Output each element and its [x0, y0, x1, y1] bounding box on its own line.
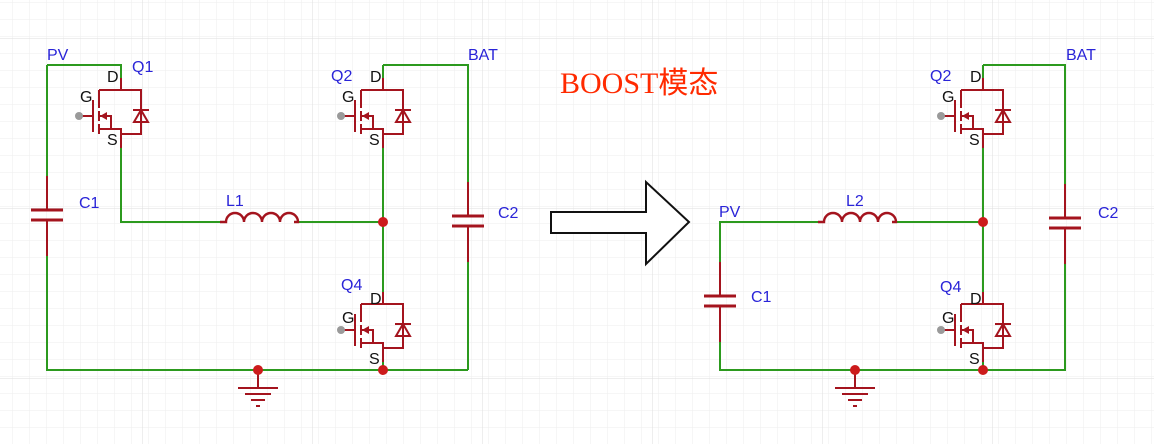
q2-drain-pin: D: [970, 69, 982, 86]
q4-gate-pin: G: [342, 310, 354, 327]
c2-label: C2: [1098, 205, 1119, 222]
q2-drain-pin: D: [370, 69, 382, 86]
l1-label: L1: [226, 193, 244, 210]
q4-gate-pin: G: [942, 310, 954, 327]
right-wires: [719, 64, 1066, 371]
junction-dot: [253, 365, 263, 375]
q2-source-pin: S: [369, 132, 380, 149]
q2-source-pin: S: [969, 132, 980, 149]
net-label-bat: BAT: [468, 47, 498, 64]
mode-title: BOOST模态: [560, 67, 718, 100]
net-label-bat: BAT: [1066, 47, 1096, 64]
junction-dot: [978, 217, 988, 227]
q2-gate-pin: G: [942, 89, 954, 106]
q4-label: Q4: [940, 279, 961, 296]
net-label-pv: PV: [47, 47, 69, 64]
net-label-pv: PV: [719, 204, 741, 221]
junction-dot: [378, 217, 388, 227]
q4-source-pin: S: [369, 351, 380, 368]
l2-label: L2: [846, 193, 864, 210]
c1-label: C1: [79, 195, 100, 212]
q4-drain-pin: D: [970, 291, 982, 308]
q4-source-pin: S: [969, 351, 980, 368]
q4-label: Q4: [341, 277, 362, 294]
right-circuit: BAT PV Q2 D G S Q4 D G S C1 C2 L2: [702, 47, 1119, 407]
q2-gate-pin: G: [342, 89, 354, 106]
q1-drain-pin: D: [107, 69, 119, 86]
q1-gate-pin: G: [80, 89, 92, 106]
q2-label: Q2: [331, 68, 352, 85]
junction-dot: [978, 365, 988, 375]
q1-source-pin: S: [107, 132, 118, 149]
q2-label: Q2: [930, 68, 951, 85]
q1-label: Q1: [132, 59, 153, 76]
left-circuit: PV BAT Q1 D G S Q2 D G S Q4 D G S C1 C2 …: [29, 47, 519, 407]
c2-label: C2: [498, 205, 519, 222]
c1-label: C1: [751, 289, 772, 306]
q4-drain-pin: D: [370, 291, 382, 308]
left-wires: [46, 64, 469, 371]
junction-dot: [378, 365, 388, 375]
transition-arrow-icon: [550, 179, 691, 267]
junction-dot: [850, 365, 860, 375]
